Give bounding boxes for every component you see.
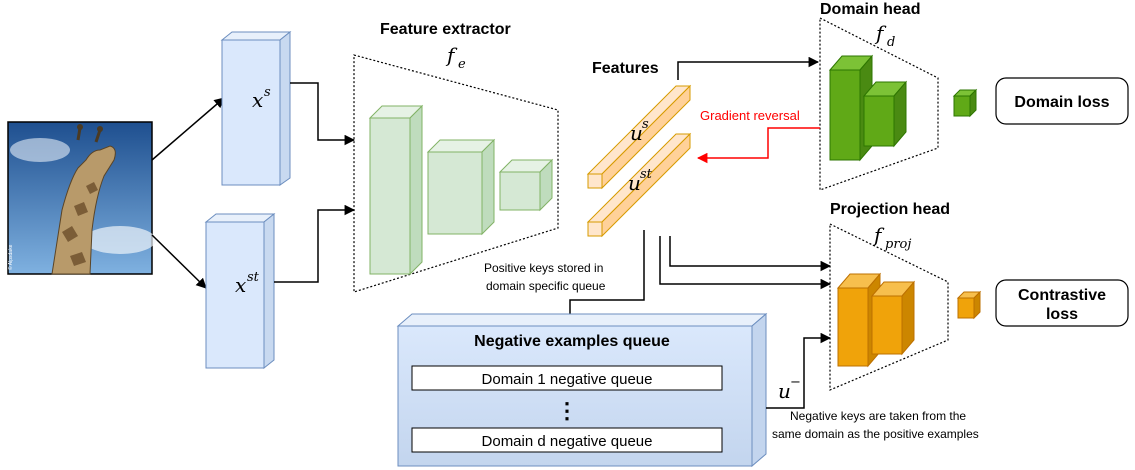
domaind-queue-label: Domain d negative queue [482,433,653,450]
contrastive-loss-label-1: Contrastive [1018,287,1106,304]
arrow-queue-to-projection [766,332,832,409]
arrow-xst-to-extractor [274,204,356,283]
domain-head-title: Domain head [820,1,920,18]
us-sup: s [642,117,649,132]
input-block-xst: x st [204,212,276,370]
us-label: u [630,121,643,145]
fd-symbol: f [874,21,887,45]
arrow-image-to-xs [151,97,225,161]
fproj-symbol: f [872,223,885,247]
domain1-queue-box [411,365,723,391]
uneg-sup: − [790,375,801,390]
domaind-queue-box [411,427,723,453]
arrow-features-to-domain-head [677,56,820,80]
uneg-label: u [778,379,791,403]
arrow-xs-to-extractor [290,82,356,146]
domain-loss-box: Domain loss [995,77,1129,125]
positive-keys-label-1: Positive keys stored in [484,261,603,275]
gradient-reversal-arrow [696,127,820,164]
arrow-features-to-projection-1 [669,236,832,272]
gradient-reversal-label: Gradient reversal [700,108,800,123]
input-image: © Alpsdake [7,121,156,275]
xst-label: x [235,273,246,297]
positive-keys-label-2: domain specific queue [486,279,606,293]
negative-keys-label-1: Negative keys are taken from the [790,409,966,423]
contrastive-loss-box: Contrastive loss [995,279,1129,327]
projection-head: Projection head f proj [829,201,950,391]
ust-label: u [628,171,641,195]
fe-subscript: e [458,57,466,72]
feature-extractor-title: Feature extractor [380,21,511,38]
feature-bar-ust: u st [586,132,692,238]
feature-bar-us: u s [586,84,692,190]
domain-output-cube [952,88,978,118]
input-block-xs: x s [220,30,292,186]
projection-head-title: Projection head [830,201,950,218]
fe-symbol: f [445,43,458,67]
negative-examples-queue: Negative examples queue Domain 1 negativ… [396,312,768,468]
features-title: Features [592,60,659,77]
negative-keys-label-2: same domain as the positive examples [772,427,979,441]
xst-sup: st [247,270,260,285]
feature-extractor: Feature extractor f e [353,21,559,293]
image-watermark: © Alpsdake [7,244,14,270]
xs-label: x [252,88,263,112]
arrow-features-to-queue [564,230,645,326]
arrow-features-to-projection-2 [659,236,832,290]
arrow-image-to-xst [151,234,207,289]
queue-ellipsis: ⋮ [556,398,578,423]
xs-sup: s [264,85,271,100]
domain-head: Domain head f d [819,1,939,191]
fproj-subscript: proj [885,237,911,252]
domain-loss-label: Domain loss [1014,94,1109,111]
domain1-queue-label: Domain 1 negative queue [482,371,653,388]
contrastive-loss-label-2: loss [1046,306,1078,323]
projection-output-cube [956,290,982,320]
negative-queue-title: Negative examples queue [474,333,670,350]
fd-subscript: d [887,35,895,50]
ust-sup: st [640,167,653,182]
